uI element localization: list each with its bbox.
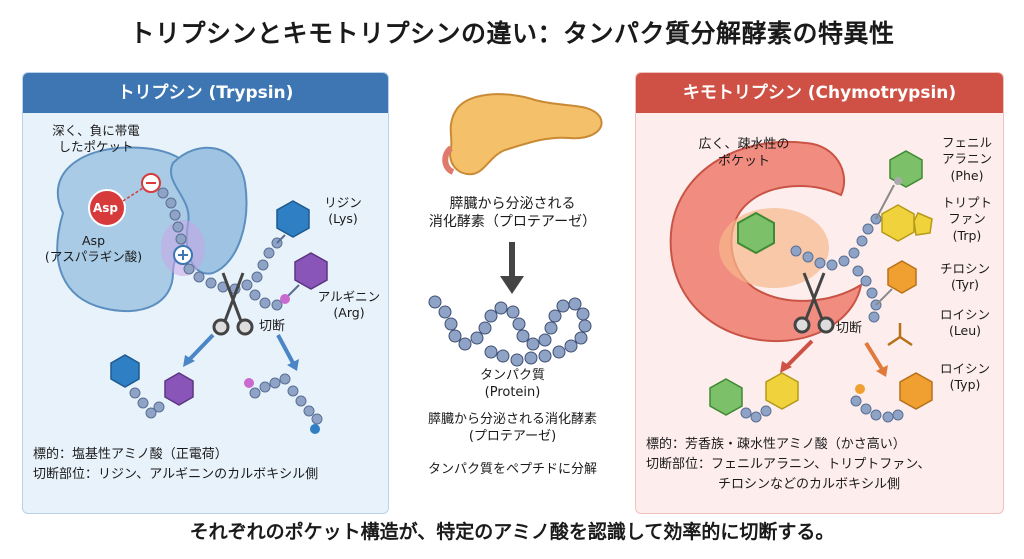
center-column: 膵臓から分泌される消化酵素（プロテアーゼ） タンパク質(Protein) 膵臓か… (395, 72, 630, 514)
lys-hexagon (276, 200, 310, 238)
trp-hexagon (881, 204, 915, 242)
bound-phe-hexagon (737, 211, 775, 255)
trypsin-peptide-chain (157, 187, 283, 311)
chymotrypsin-target: 標的：芳香族・疎水性アミノ酸（かさ高い） (646, 437, 906, 452)
arrow-right-icon (276, 334, 295, 364)
trp-fragment-hexagon (765, 372, 799, 410)
phe-label: フェニルアラニン(Phe) (941, 135, 992, 183)
chymotrypsin-illustration (669, 141, 933, 423)
tyr-hexagon (887, 260, 917, 294)
chymotrypsin-enzyme-body (669, 141, 863, 343)
chymotrypsin-site-line-2: チロシンなどのカルボキシル側 (718, 477, 901, 493)
arg-label: アルギニン(Arg) (317, 289, 381, 321)
arrow-left-icon (186, 333, 215, 363)
trypsin-site: 切断部位：リジン、アルギニンのカルボキシル側 (33, 467, 319, 483)
leu-label: ロイシン(Leu) (939, 307, 990, 339)
chymotrypsin-peptide-chain (790, 213, 882, 323)
asp-badge-text: Asp (93, 201, 119, 215)
trypsin-pocket-label: 深く、負に帯電したポケット (52, 123, 140, 155)
page-title: トリプシンとキモトリプシンの違い：タンパク質分解酵素の特異性 (129, 19, 895, 48)
footer-caption: それぞれのポケット構造が、特定のアミノ酸を認識して効率的に切断する。 (189, 521, 835, 543)
scissors-icon (793, 272, 835, 334)
action-label: タンパク質をペプチドに分解 (427, 462, 597, 477)
protein-chain (428, 295, 592, 367)
leu-icon (887, 323, 913, 347)
trypsin-panel: トリプシン (Trypsin) (22, 72, 389, 514)
arg-fragment-hexagon (164, 372, 194, 406)
scissors-icon (212, 272, 254, 336)
tyr-label: チロシン(Tyr) (939, 261, 990, 293)
chymotrypsin-cut-label: 切断 (836, 321, 863, 336)
trypsin-illustration (56, 146, 328, 434)
secretion-label: 膵臓から分泌される消化酵素(プロテアーゼ) (427, 412, 597, 444)
tyr-fragment-hexagon (899, 372, 933, 410)
chymotrypsin-header: キモトリプシン (Chymotrypsin) (636, 73, 1003, 113)
asp-label: Asp(アスパラギン酸) (44, 233, 143, 265)
center-illustration (428, 93, 603, 367)
lys-fragment-hexagon (110, 354, 140, 388)
protein-label: タンパク質(Protein) (479, 368, 545, 400)
phe-fragment-hexagon (709, 378, 743, 416)
trypsin-header: トリプシン (Trypsin) (23, 73, 388, 113)
arg-hexagon (294, 252, 328, 290)
trypsin-info: 標的：塩基性アミノ酸（正電荷） 切断部位：リジン、アルギニンのカルボキシル側 (33, 445, 318, 485)
trp-pentagon (913, 212, 933, 236)
organ-label: 膵臓から分泌される消化酵素（プロテアーゼ） (428, 196, 597, 231)
chymotrypsin-pocket-label: 広く、疎水性のポケット (698, 137, 790, 169)
chymotrypsin-info: 標的：芳香族・疎水性アミノ酸（かさ高い） 切断部位：フェニルアラニン、トリプトフ… (646, 435, 930, 495)
chymotrypsin-panel: キモトリプシン (Chymotrypsin) (635, 72, 1004, 514)
arrow-right-icon (864, 341, 884, 371)
arrow-left-icon (784, 339, 814, 369)
trp-label: トリプトファン(Trp) (941, 195, 992, 243)
pancreas-icon (449, 93, 603, 176)
trypsin-target: 標的：塩基性アミノ酸（正電荷） (33, 447, 228, 462)
chymotrypsin-site-line-1: 切断部位：フェニルアラニン、トリプトファン、 (646, 457, 931, 473)
typ-label: ロイシン(Typ) (939, 361, 990, 393)
hydrophobic-pocket (719, 208, 829, 288)
trypsin-cut-label: 切断 (259, 319, 286, 334)
lys-label: リジン(Lys) (324, 195, 362, 227)
asp-circle (88, 189, 126, 227)
